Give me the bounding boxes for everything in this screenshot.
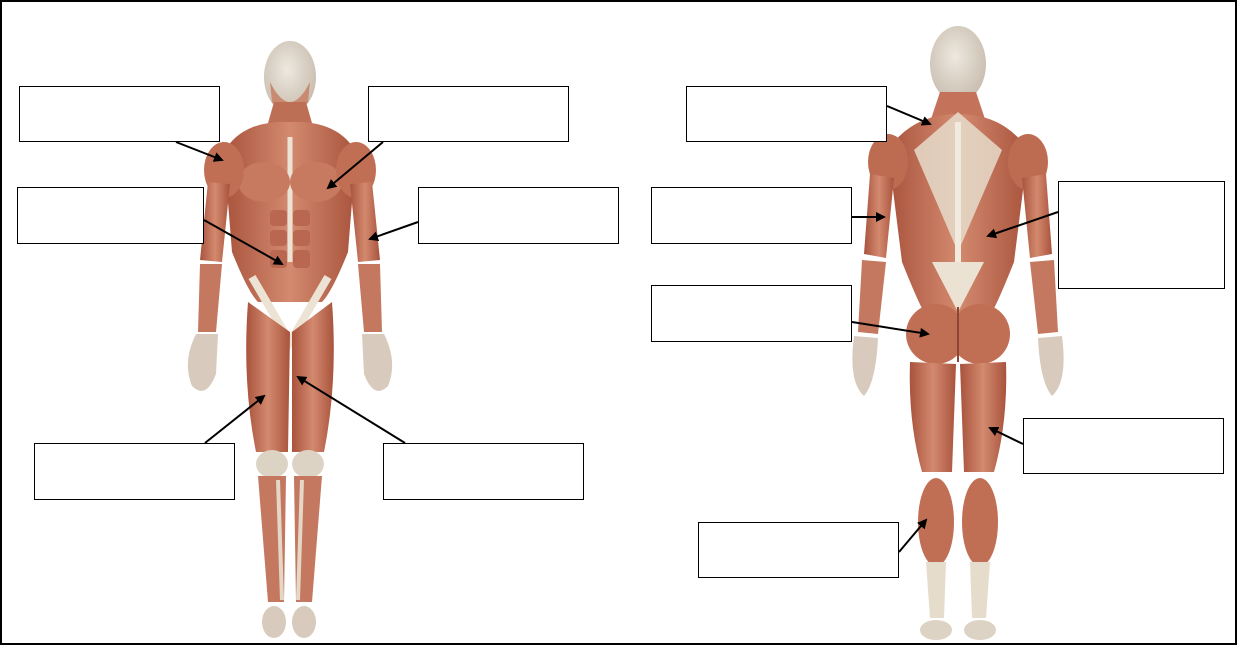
label-box-gluteus[interactable] bbox=[651, 285, 852, 342]
label-box-trapezius[interactable] bbox=[686, 86, 887, 142]
label-box-latissimus[interactable] bbox=[1058, 181, 1225, 289]
label-box-pectoralis[interactable] bbox=[368, 86, 569, 142]
label-box-gastrocnemius[interactable] bbox=[698, 522, 899, 578]
label-box-biceps[interactable] bbox=[418, 187, 619, 244]
label-box-adductors[interactable] bbox=[383, 443, 584, 500]
label-box-triceps[interactable] bbox=[651, 187, 852, 244]
label-box-hamstrings[interactable] bbox=[1023, 418, 1224, 474]
label-box-quadriceps[interactable] bbox=[34, 443, 235, 500]
label-box-deltoid[interactable] bbox=[19, 86, 220, 142]
label-box-abdominals[interactable] bbox=[17, 187, 204, 244]
